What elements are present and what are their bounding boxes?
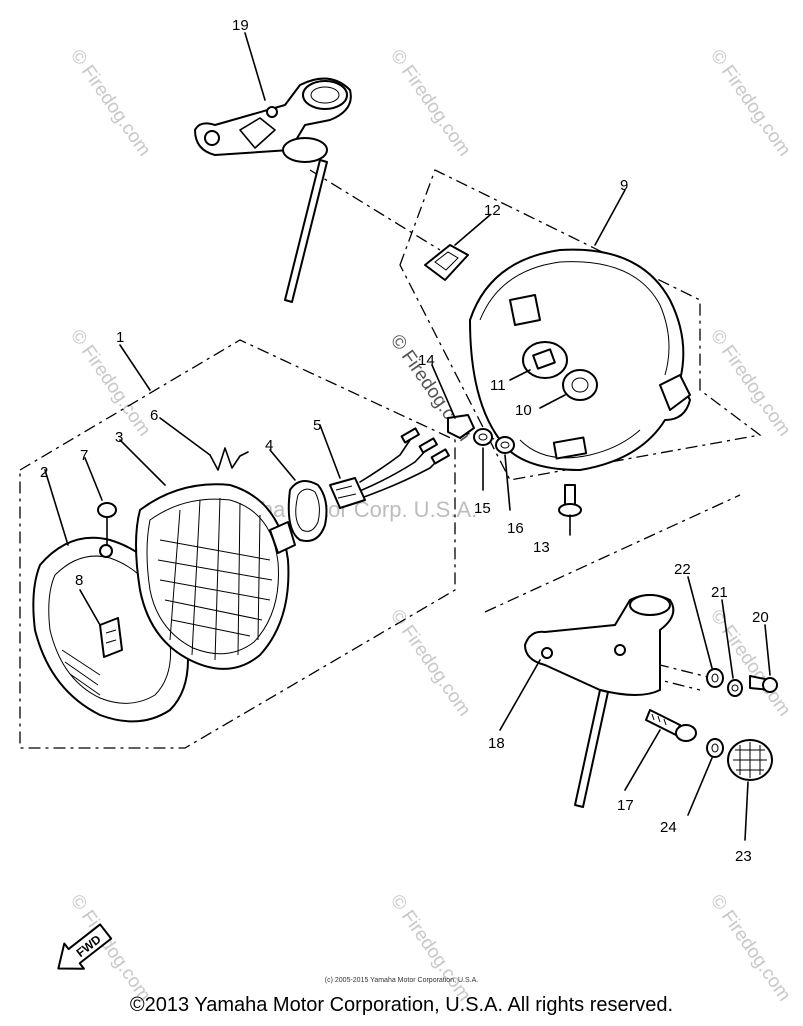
part-19-headlight-stay (194, 77, 352, 303)
callout-4: 4 (265, 437, 273, 454)
part-23-reflector (727, 739, 773, 781)
part-3-sealed-beam (135, 483, 296, 670)
callout-11: 11 (490, 377, 506, 394)
watermark: © Firedog.com (386, 891, 475, 1005)
callout-12: 12 (484, 202, 501, 219)
watermark: © Firedog.com (706, 326, 795, 440)
callout-8: 8 (75, 572, 83, 589)
watermark: © Firedog.com (386, 46, 475, 160)
part-22-washer (706, 668, 724, 688)
callout-10: 10 (515, 402, 532, 419)
part-13-screw (558, 484, 582, 517)
callout-19: 19 (232, 17, 249, 34)
part-9-headlight-body (469, 248, 691, 471)
callout-7: 7 (80, 447, 88, 464)
part-12-grommet (424, 244, 469, 281)
part-17-bolt (645, 709, 697, 742)
part-5-socket-cord (329, 427, 450, 509)
part-6-spring (209, 447, 249, 471)
watermark: © Firedog.com (706, 891, 795, 1005)
callout-23: 23 (735, 848, 752, 865)
part-14-nut (447, 414, 475, 439)
callouts: 19 1 2 3 4 5 6 7 8 9 10 11 12 13 14 15 1… (40, 17, 769, 865)
part-21-washer (727, 679, 743, 697)
leader-lines (44, 32, 771, 841)
copyright-small: (c) 2005-2015 Yamaha Motor Corporation, … (324, 977, 479, 984)
callout-16: 16 (507, 520, 524, 537)
callout-5: 5 (313, 417, 321, 434)
callout-9: 9 (620, 177, 628, 194)
part-8-clip (99, 617, 123, 658)
watermark: © Firedog.com (66, 326, 155, 440)
callout-3: 3 (115, 429, 123, 446)
callout-14: 14 (418, 352, 435, 369)
part-15-washer (473, 428, 493, 446)
callout-17: 17 (617, 797, 634, 814)
callout-6: 6 (150, 407, 158, 424)
callout-24: 24 (660, 819, 677, 836)
callout-20: 20 (752, 609, 769, 626)
callout-18: 18 (488, 735, 505, 752)
watermark: © Firedog.com (66, 46, 155, 160)
part-20-screw (749, 675, 778, 693)
part-7-screw (97, 502, 117, 546)
part-16-washer (495, 436, 515, 454)
callout-1: 1 (116, 329, 124, 346)
copyright-main: ©2013 Yamaha Motor Corporation, U.S.A. A… (129, 994, 674, 1016)
watermark: © Firedog.com (706, 606, 795, 720)
part-10-11-grommets (522, 341, 598, 401)
part-4-socket-cover (287, 480, 328, 542)
part-18-headlight-stay (524, 594, 675, 808)
watermark: © Firedog.com (706, 46, 795, 160)
callout-21: 21 (711, 584, 728, 601)
callout-13: 13 (533, 539, 550, 556)
callout-22: 22 (674, 561, 691, 578)
part-24-washer (706, 738, 724, 758)
callout-2: 2 (40, 464, 48, 481)
callout-15: 15 (474, 500, 491, 517)
